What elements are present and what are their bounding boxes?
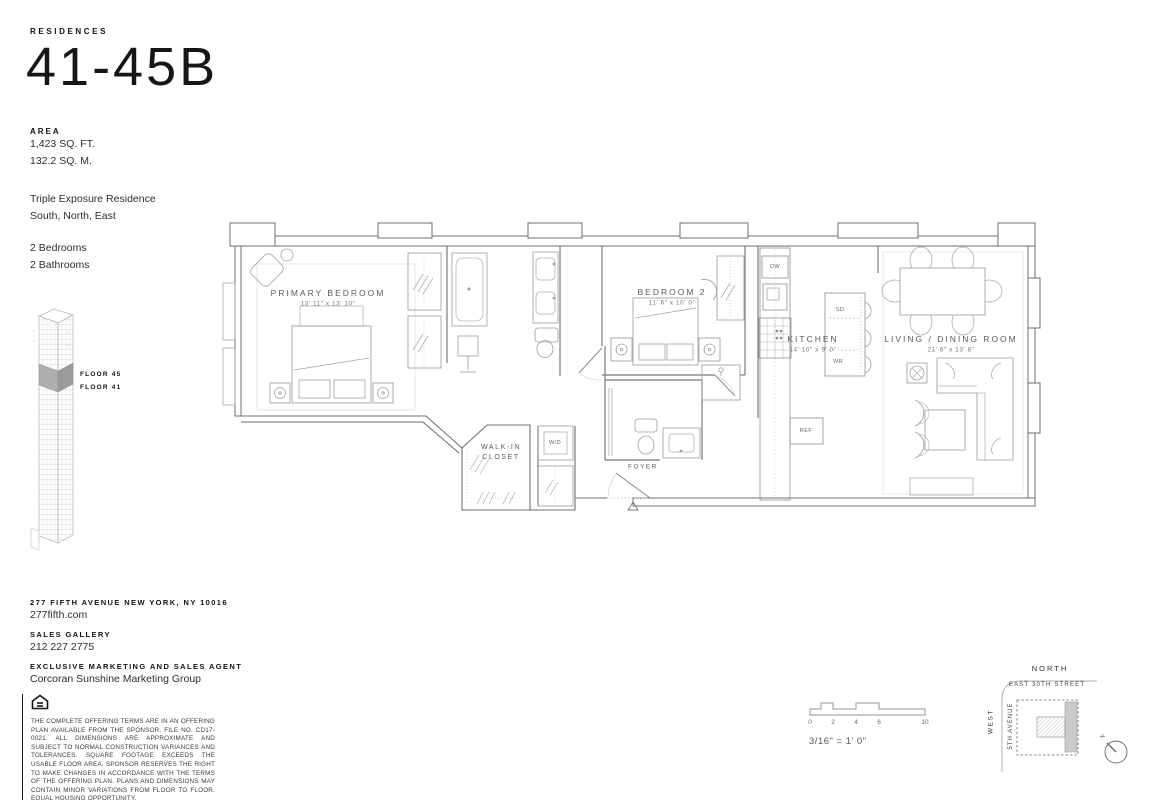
bedrooms-count: 2 Bedrooms: [30, 242, 87, 254]
room-label-primary-bedroom: PRIMARY BEDROOM: [270, 288, 386, 298]
exposure-line2: South, North, East: [30, 210, 116, 222]
map-north-label: NORTH: [1031, 664, 1069, 673]
page-title: 41-45B: [26, 37, 219, 97]
address: 277 FIFTH AVENUE NEW YORK, NY 10016: [30, 598, 228, 607]
site-map: NORTH EAST 30TH STREET 5TH AVENUE WEST N: [985, 660, 1169, 785]
website-link[interactable]: 277fifth.com: [30, 609, 88, 621]
exposure-block: Triple Exposure Residence South, North, …: [30, 191, 156, 225]
room-dims-kitchen: 14' 10" x 9' 0": [789, 346, 837, 354]
scale-tick-0: 0: [808, 719, 812, 726]
unit-location-shading: [1064, 701, 1078, 753]
sales-gallery-label: SALES GALLERY: [30, 630, 111, 639]
room-label-bedroom-2: BEDROOM 2: [637, 287, 707, 297]
room-label-kitchen: KITCHEN: [787, 334, 839, 344]
scale-tick-2: 2: [831, 719, 835, 726]
room-dims-bedroom-2: 11' 6" x 10' 0": [648, 299, 696, 307]
floor-top-label: FLOOR 45: [80, 371, 122, 378]
scale-bar-drawing: [809, 702, 926, 716]
map-street-label: EAST 30TH STREET: [1008, 682, 1086, 688]
room-label-living-dining: LIVING / DINING ROOM: [884, 334, 1018, 344]
room-dims-living-dining: 21' 6" x 13' 8": [927, 346, 975, 354]
agent-name: Corcoran Sunshine Marketing Group: [30, 673, 202, 685]
map-avenue-label: 5TH AVENUE: [1008, 702, 1014, 750]
scale-tick-6: 6: [877, 719, 881, 726]
bathrooms-count: 2 Bathrooms: [30, 259, 90, 271]
floor-bottom-label: FLOOR 41: [80, 384, 122, 391]
equal-housing-icon: [31, 694, 49, 710]
room-dims-primary-bedroom: 13' 11" x 13' 10": [300, 300, 356, 308]
area-label: AREA: [30, 127, 61, 136]
floor-plan: PRIMARY BEDROOM 13' 11" x 13' 10" BEDROO…: [215, 198, 1045, 528]
contact-block: 277 FIFTH AVENUE NEW YORK, NY 10016 277f…: [30, 598, 242, 685]
scale-bar: 0 2 4 6 10 3/16" = 1' 0": [800, 693, 950, 763]
room-label-foyer: FOYER: [627, 463, 659, 471]
wine-ref-label: WR: [832, 359, 844, 365]
site-map-drawing: [1001, 680, 1128, 772]
disclaimer-block: THE COMPLETE OFFERING TERMS ARE IN AN OF…: [22, 694, 215, 800]
washer-dryer-label: W/D: [548, 440, 562, 446]
map-west-label: WEST: [987, 708, 995, 735]
room-label-walk-in-closet: WALK-IN CLOSET: [480, 444, 522, 461]
scale-tick-4: 4: [854, 719, 858, 726]
building-stack-icon: [30, 308, 74, 551]
summary-block: 2 Bedrooms 2 Bathrooms: [30, 240, 90, 274]
sd-label: SD: [835, 307, 845, 313]
area-block: AREA 1,423 SQ. FT. 132.2 SQ. M.: [30, 127, 95, 170]
building-footprint: [1036, 716, 1066, 738]
exposure-line1: Triple Exposure Residence: [30, 193, 156, 205]
phone-number: 212 227 2775: [30, 641, 95, 653]
dishwasher-label: DW: [769, 264, 781, 270]
refrigerator-label: REF: [799, 428, 813, 434]
scale-ratio: 3/16" = 1' 0": [809, 736, 867, 747]
compass-icon: [1104, 740, 1128, 764]
residences-eyebrow: RESIDENCES: [30, 27, 109, 36]
scale-tick-10: 10: [921, 719, 929, 726]
disclaimer-text: THE COMPLETE OFFERING TERMS ARE IN AN OF…: [31, 718, 215, 800]
floor-plan-drawing: [222, 222, 1041, 511]
area-sqft: 1,423 SQ. FT.: [30, 138, 95, 150]
agent-label: EXCLUSIVE MARKETING AND SALES AGENT: [30, 662, 243, 671]
area-sqm: 132.2 SQ. M.: [30, 155, 92, 167]
